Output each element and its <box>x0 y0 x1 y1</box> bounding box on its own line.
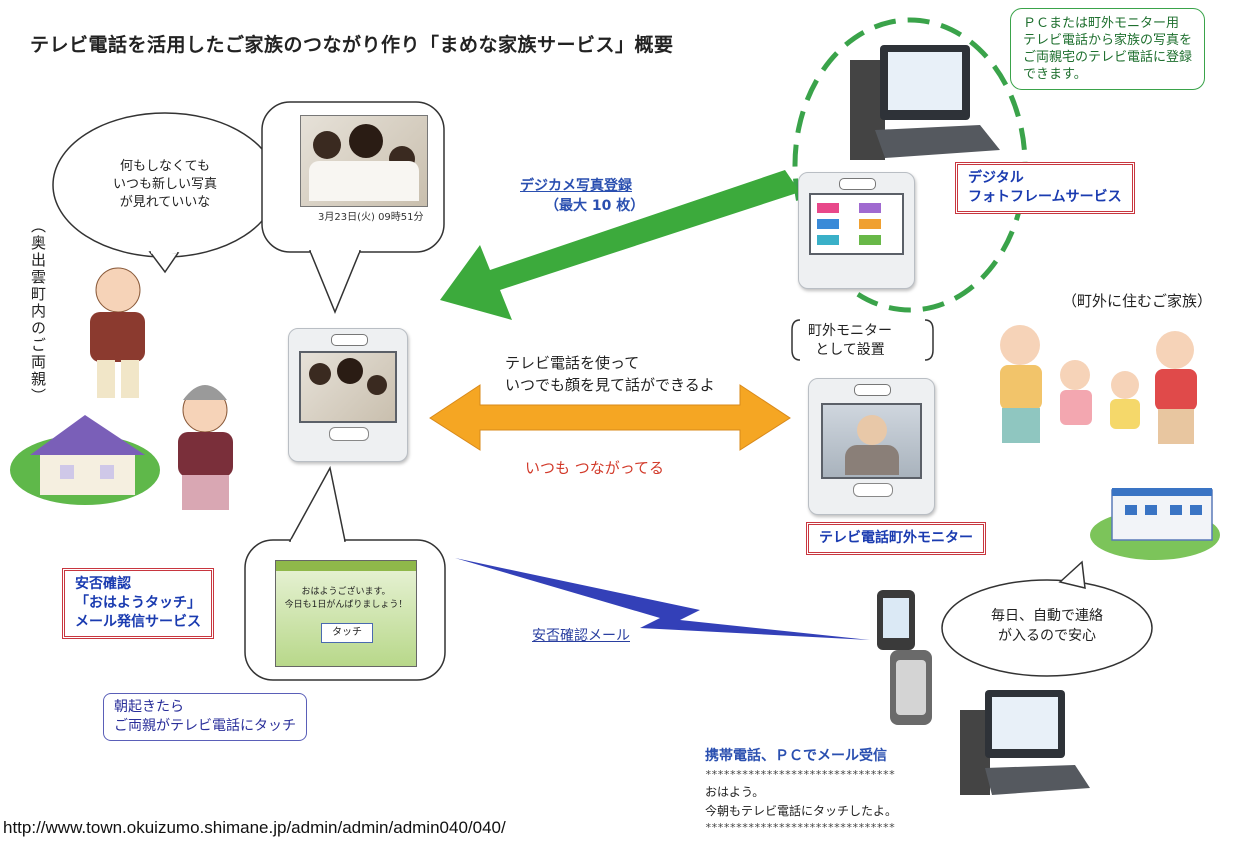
parents-vertical-label: （奥出雲町内のご両親） <box>29 218 47 405</box>
digital-frame-service: デジタル フォトフレームサービス <box>955 162 1135 214</box>
upload-limit: （最大 10 枚） <box>545 198 645 214</box>
service-line: フォトフレームサービス <box>968 189 1122 205</box>
touch-button[interactable]: タッチ <box>321 623 373 643</box>
touch-message: おはようございます。 今日も1日がんばりましょう！ <box>276 586 416 612</box>
menu-tile <box>859 235 881 245</box>
videophone-screen <box>299 351 397 423</box>
mail-line-2: 今朝もテレビ電話にタッチしたよ。 <box>705 804 898 818</box>
mail-line-1: おはよう。 <box>705 785 765 799</box>
setup-line: として設置 <box>815 342 885 358</box>
service-line: 安否確認 <box>75 576 131 592</box>
bubble-parents-line: 何もしなくても <box>120 159 210 174</box>
mail-bolt <box>455 558 870 640</box>
menu-tile <box>817 203 839 213</box>
grandfather-figure <box>90 267 145 398</box>
pc-top-illustration <box>850 45 1000 160</box>
family-label: （町外に住むご家族） <box>1062 292 1213 310</box>
menu-tile <box>817 219 839 229</box>
connection-arrow <box>429 384 791 451</box>
always-connected-label: いつも つながってる <box>525 459 665 477</box>
service-line: デジタル <box>968 170 1024 186</box>
videocall-line: いつでも顔を見て話ができるよ <box>505 376 715 394</box>
service-line: 「おはようタッチ」 <box>75 595 201 611</box>
grandmother-body <box>845 445 899 475</box>
page-title: テレビ電話を活用したご家族のつながり作り「まめな家族サービス」概要 <box>30 34 674 56</box>
photo-face <box>367 375 387 395</box>
bubble-family-shape <box>941 579 1153 677</box>
monitor-setup-label: 町外モニター として設置 <box>808 322 892 360</box>
mail-stars-top: ******************************* <box>705 768 895 781</box>
photo-bodies <box>309 161 419 201</box>
setup-line: 町外モニター <box>808 323 892 339</box>
remote-monitor-label: テレビ電話町外モニター <box>806 522 986 555</box>
control-buttons <box>853 483 893 497</box>
morning-line: 朝起きたら <box>114 699 184 715</box>
control-buttons <box>329 427 369 441</box>
upload-arrow <box>440 170 800 320</box>
morning-touch-note: 朝起きたら ご両親がテレビ電話にタッチ <box>103 693 307 741</box>
photo-caption: 3月23日(火) 09時51分 <box>318 212 424 223</box>
upload-label: デジカメ写真登録 <box>520 178 632 194</box>
touch-message-line: おはようございます。 <box>301 587 391 597</box>
photo-face <box>337 358 363 384</box>
remote-monitor-device <box>808 378 935 515</box>
touch-screen-header <box>276 561 416 571</box>
menu-tile <box>859 219 881 229</box>
service-line: メール発信サービス <box>75 614 201 630</box>
camera <box>854 384 891 396</box>
photo-face <box>309 363 331 385</box>
menu-screen <box>809 193 904 255</box>
pc-registration-note: ＰＣまたは町外モニター用 テレビ電話から家族の写真を ご両親宅のテレビ電話に登録… <box>1010 8 1206 90</box>
safety-check-service: 安否確認 「おはようタッチ」 メール発信サービス <box>62 568 214 639</box>
mail-receive-block: 携帯電話、ＰＣでメール受信 **************************… <box>705 745 897 834</box>
menu-tile <box>817 235 839 245</box>
note-line: ＰＣまたは町外モニター用 <box>1023 16 1180 31</box>
mail-receive-heading: 携帯電話、ＰＣでメール受信 <box>705 748 887 764</box>
mail-stars-bottom: ******************************* <box>705 821 895 834</box>
safety-mail-label: 安否確認メール <box>532 628 630 644</box>
source-url: http://www.town.okuizumo.shimane.jp/admi… <box>3 818 506 837</box>
note-line: テレビ電話から家族の写真を <box>1023 33 1193 48</box>
mobile-phone-illustration <box>877 590 932 725</box>
bubble-family-text: 毎日、自動で連絡 が入るので安心 <box>972 606 1122 646</box>
menu-tile <box>859 203 881 213</box>
menu-monitor-device <box>798 172 915 289</box>
bubble-parents-line: が見れていいな <box>119 195 211 210</box>
camera <box>839 178 876 190</box>
family-photo <box>300 115 428 207</box>
camera <box>331 334 368 346</box>
bubble-family-line: が入るので安心 <box>998 628 1096 644</box>
bubble-parents-text: 何もしなくても いつも新しい写真 が見れていいな <box>90 158 240 212</box>
photo-face <box>349 124 383 158</box>
grandmother-face <box>857 415 887 445</box>
apartment-illustration <box>1090 488 1220 560</box>
note-line: ご両親宅のテレビ電話に登録 <box>1023 50 1193 65</box>
family-figures <box>1000 325 1197 444</box>
parents-videophone <box>288 328 408 462</box>
remote-monitor-screen <box>821 403 922 479</box>
videocall-line: テレビ電話を使って <box>505 354 640 372</box>
bubble-parents-line: いつも新しい写真 <box>112 177 217 192</box>
grandmother-figure <box>178 385 233 510</box>
morning-line: ご両親がテレビ電話にタッチ <box>114 718 296 734</box>
touch-message-line: 今日も1日がんばりましょう！ <box>284 600 408 610</box>
videocall-text: テレビ電話を使って いつでも顔を見て話ができるよ <box>505 352 715 396</box>
touch-screen: おはようございます。 今日も1日がんばりましょう！ タッチ <box>275 560 417 667</box>
house-illustration <box>10 415 160 505</box>
bubble-family-line: 毎日、自動で連絡 <box>991 608 1103 624</box>
photo-face <box>313 131 341 159</box>
note-line: できます。 <box>1023 67 1087 82</box>
pc-bottom-illustration <box>960 690 1090 795</box>
